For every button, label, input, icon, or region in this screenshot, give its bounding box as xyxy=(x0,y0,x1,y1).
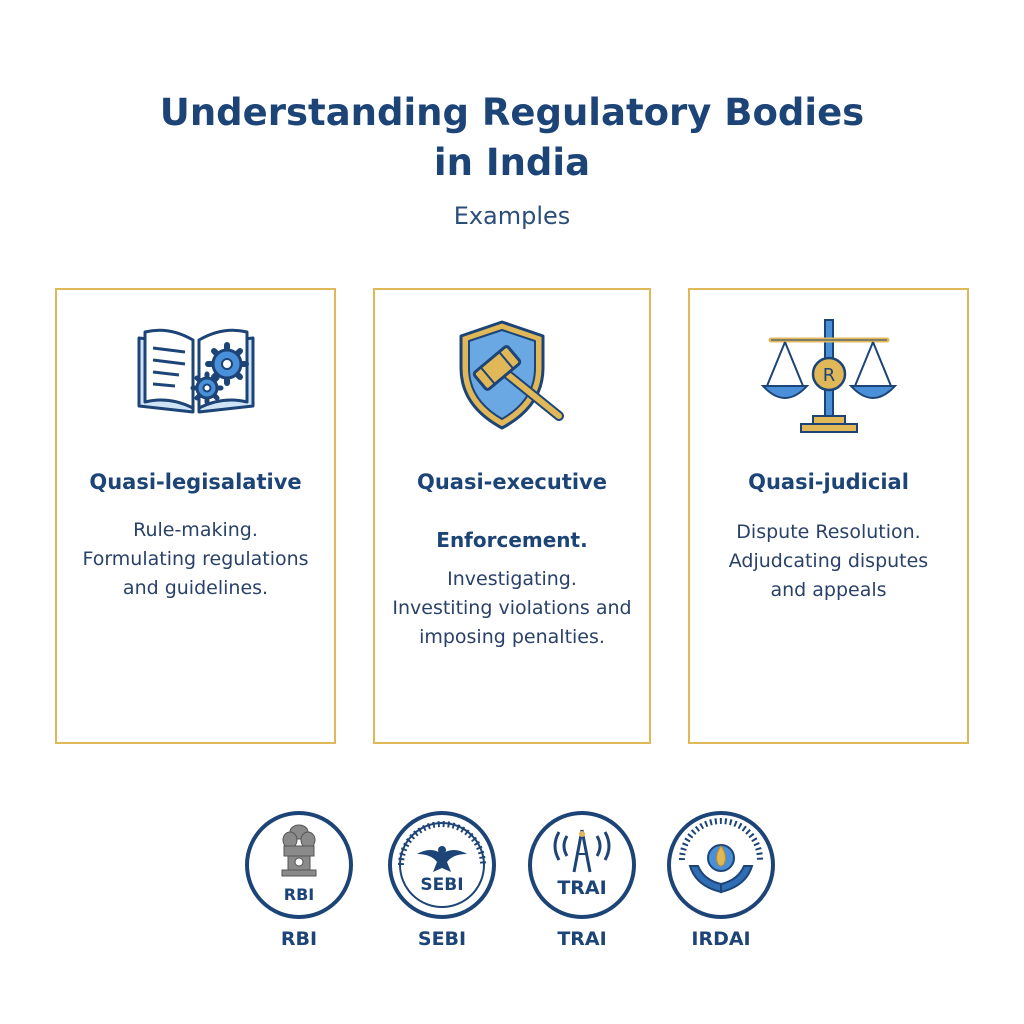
page-title: Understanding Regulatory Bodies in India xyxy=(0,88,1024,188)
irdai-logo xyxy=(666,810,776,920)
rbi-logo: RBI xyxy=(244,810,354,920)
logo-badge-text: SEBI xyxy=(420,875,463,895)
card-description: Dispute Resolution. Adjudcating disputes… xyxy=(690,518,967,605)
national-emblem-icon xyxy=(281,824,317,877)
card-heading: Quasi-legisalative xyxy=(89,470,302,494)
card-quasi-executive: Quasi-executive Enforcement. Investigati… xyxy=(373,288,651,744)
sebi-logo: SEBI xyxy=(387,810,497,920)
registered-glyph: R xyxy=(822,365,835,386)
logo-label-rbi: RBI xyxy=(280,928,318,950)
trai-logo: TRAI xyxy=(527,810,637,920)
sebi-emblem-icon xyxy=(417,846,467,872)
tower-signal-icon xyxy=(553,829,611,873)
card-heading: Quasi-judicial xyxy=(748,470,909,494)
card-description: Rule-making. Formulating regulations and… xyxy=(57,516,334,603)
desc-line: Dispute Resolution. xyxy=(736,521,921,543)
title-line-2: in India xyxy=(433,141,591,184)
desc-line: Investigating. xyxy=(447,568,577,590)
card-quasi-judicial: R Quasi-judicial Dispute Resolution. Adj… xyxy=(688,288,969,744)
card-quasi-legislative: Quasi-legisalative Rule-making. Formulat… xyxy=(55,288,336,744)
card-subheading: Enforcement. xyxy=(436,528,588,552)
card-heading: Quasi-executive xyxy=(417,470,607,494)
shield-gavel-icon xyxy=(447,316,577,441)
desc-line: Adjudcating disputes xyxy=(728,550,929,572)
desc-line: and appeals xyxy=(770,579,887,601)
scales-icon: R xyxy=(759,316,899,441)
logo-badge-text: RBI xyxy=(284,885,314,904)
logo-label-sebi: SEBI xyxy=(417,928,467,950)
logo-label-irdai: IRDAI xyxy=(691,928,751,950)
logo-label-trai: TRAI xyxy=(557,928,607,950)
desc-line: and guidelines. xyxy=(122,577,269,599)
page-subtitle: Examples xyxy=(453,202,571,230)
desc-line: Rule-making. xyxy=(133,519,258,541)
desc-line: imposing penalties. xyxy=(419,626,605,648)
title-line-1: Understanding Regulatory Bodies xyxy=(159,91,865,134)
hands-flame-icon xyxy=(688,844,754,894)
desc-line: Investiting violations and xyxy=(392,597,632,619)
book-gears-icon xyxy=(131,316,261,431)
desc-line: Formulating regulations xyxy=(82,548,309,570)
card-description: Investigating. Investiting violations an… xyxy=(375,565,649,652)
logo-badge-text: TRAI xyxy=(557,877,606,899)
